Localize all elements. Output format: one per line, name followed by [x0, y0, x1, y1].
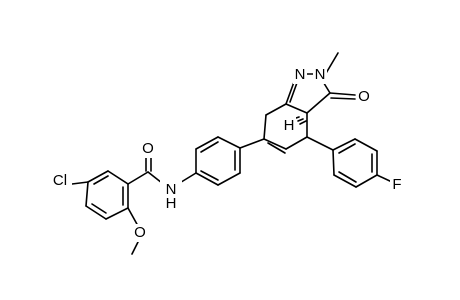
stereo-hydrogen-bond	[295, 116, 307, 125]
methoxy-oxygen-label: O	[134, 224, 146, 241]
fluorine-label: F	[392, 176, 401, 193]
pyrazole-n1-label: N	[295, 66, 306, 83]
aryl-core-bond	[239, 138, 265, 149]
chlorine-label: Cl	[53, 172, 67, 189]
amide-oxygen-label: O	[142, 140, 154, 157]
amide-hydrogen-label: H	[166, 195, 177, 212]
amide-nitrogen-label: N	[166, 181, 177, 198]
chloromethoxybenzoyl-ring	[85, 170, 129, 220]
stereo-hydrogen-label: H	[284, 117, 295, 134]
atom-labels: Cl O N H O N N O H F	[48, 66, 404, 242]
pyrazole-n2-label: N	[315, 66, 326, 83]
phenylene-ring	[195, 136, 241, 186]
fluorophenyl-ring	[306, 136, 393, 188]
cyclohexene-ring	[263, 103, 308, 154]
ketone-oxygen-label: O	[358, 88, 370, 105]
c-cl-bond	[71, 181, 89, 185]
